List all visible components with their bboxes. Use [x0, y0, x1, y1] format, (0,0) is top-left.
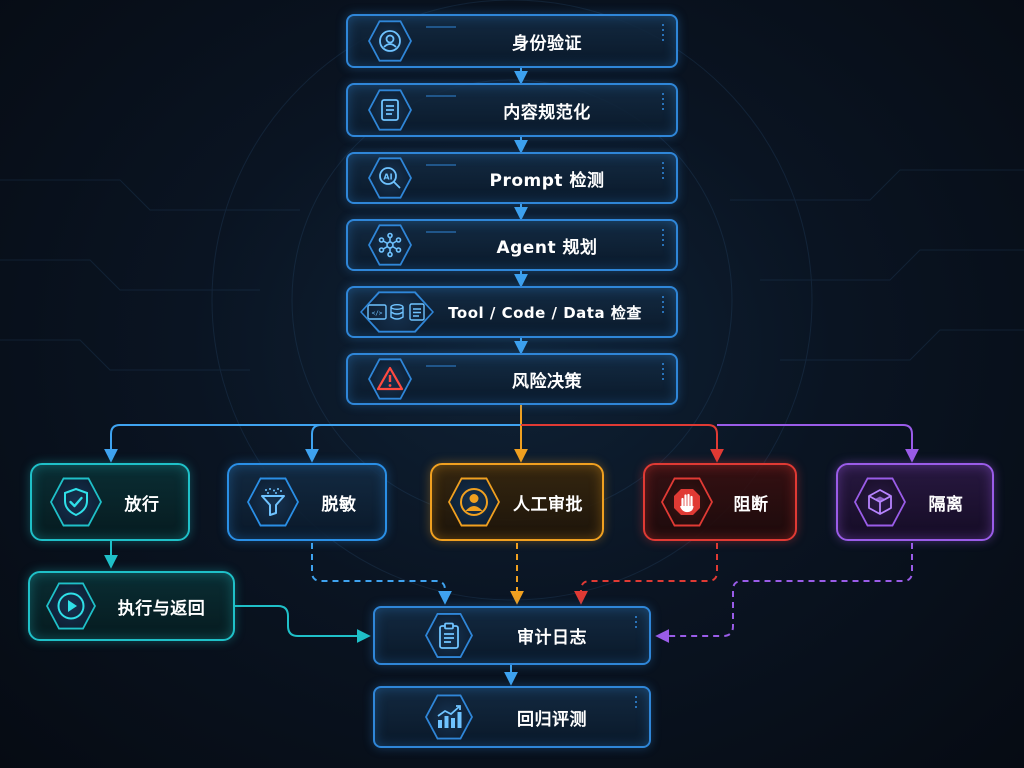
node-agent-plan: Agent 规划 — [346, 219, 678, 271]
node-risk-decision: 风险决策 — [346, 353, 678, 405]
check-shield-icon — [50, 477, 102, 527]
dashed-desensitize-audit — [311, 543, 452, 605]
node-desensitize: 脱敏 — [227, 463, 387, 541]
ai-search-icon: AI — [368, 157, 412, 199]
dashed-isolate-audit — [655, 543, 913, 643]
node-prompt-check: AI Prompt 检测 — [346, 152, 678, 204]
svg-text:AI: AI — [383, 173, 392, 182]
filter-funnel-icon — [247, 477, 299, 527]
branch-desensitize — [305, 424, 322, 463]
node-regression-eval-label: 回归评测 — [517, 709, 587, 730]
play-icon — [46, 582, 96, 630]
node-isolate: 隔离 — [836, 463, 994, 541]
svg-text:</>: </> — [372, 310, 383, 317]
clipboard-icon — [425, 612, 473, 659]
network-nodes-icon — [368, 224, 412, 266]
node-audit-log-label: 审计日志 — [517, 628, 587, 648]
node-tool-check: </> Tool / Code / Data 检查 — [346, 286, 678, 338]
code-database-doc-icon: </> — [360, 291, 434, 333]
branch-allow — [104, 424, 521, 463]
node-risk-decision-label: 风险决策 — [512, 371, 582, 392]
node-desensitize-label: 脱敏 — [321, 494, 357, 515]
dashed-block-audit — [574, 543, 718, 605]
node-manual-review-label: 人工审批 — [513, 494, 583, 515]
node-manual-review: 人工审批 — [430, 463, 604, 541]
user-shield-icon — [368, 20, 412, 62]
node-block-label: 阻断 — [733, 494, 769, 515]
node-agent-plan-label: Agent 规划 — [496, 237, 598, 258]
stop-hand-icon — [661, 477, 713, 527]
node-tool-check-label: Tool / Code / Data 检查 — [448, 303, 642, 322]
node-normalize: 内容规范化 — [346, 83, 678, 137]
node-execute-return-label: 执行与返回 — [117, 598, 206, 619]
node-block: 阻断 — [643, 463, 797, 541]
node-execute-return: 执行与返回 — [28, 571, 235, 641]
person-icon — [448, 477, 500, 527]
document-list-icon — [368, 89, 412, 131]
node-allow-label: 放行 — [124, 494, 160, 515]
bar-chart-icon — [425, 694, 473, 740]
warning-triangle-icon — [368, 358, 412, 400]
node-identity-label: 身份验证 — [512, 33, 582, 54]
node-prompt-check-label: Prompt 检测 — [489, 170, 605, 191]
branch-isolate — [717, 424, 919, 463]
branch-block — [521, 424, 724, 463]
arrow-execute-audit — [235, 605, 371, 643]
node-isolate-label: 隔离 — [928, 494, 964, 515]
node-identity: 身份验证 — [346, 14, 678, 68]
node-regression-eval: 回归评测 — [373, 686, 651, 748]
cube-icon — [854, 477, 906, 527]
node-audit-log: 审计日志 — [373, 606, 651, 665]
node-normalize-label: 内容规范化 — [503, 102, 591, 123]
node-allow: 放行 — [30, 463, 190, 541]
